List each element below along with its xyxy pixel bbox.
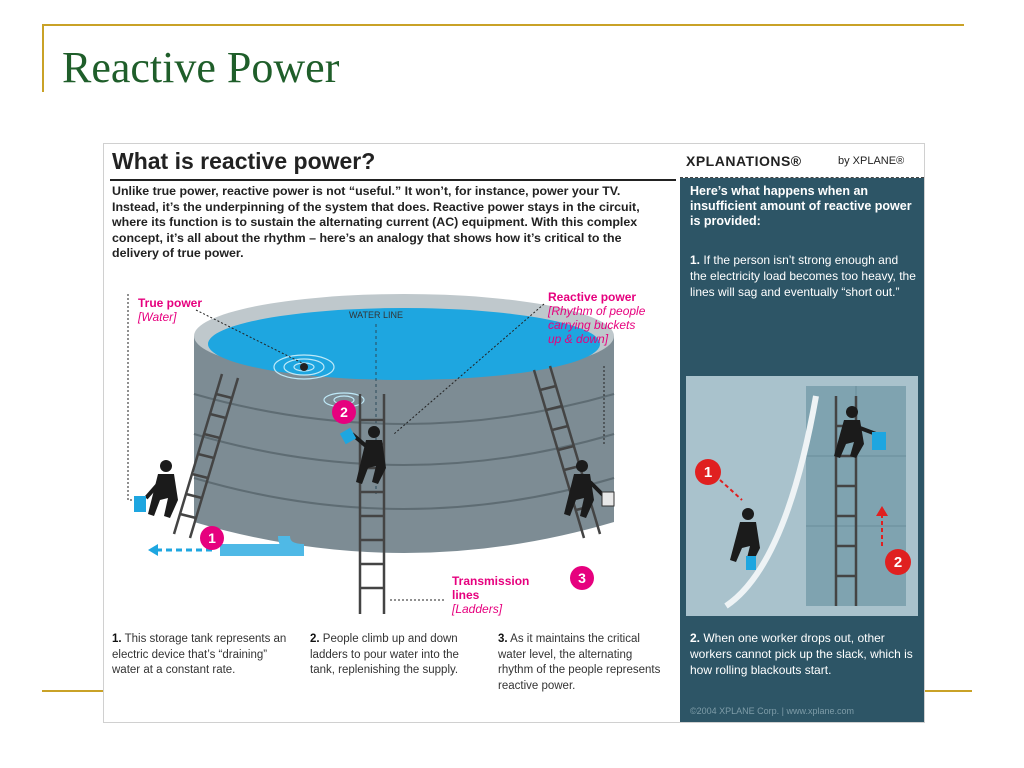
- title-accent-line: [42, 24, 964, 26]
- side-point-1: 1. If the person isn’t strong enough and…: [690, 252, 916, 300]
- footer-accent-left: [42, 690, 104, 692]
- reactive-power-pointer-line: [393, 303, 545, 435]
- reactive-power-label: Reactive power: [548, 290, 637, 304]
- side-marker-1: 1: [695, 459, 721, 485]
- caption-2: 2. People climb up and down ladders to p…: [310, 632, 482, 679]
- true-power-callout-line: [127, 294, 134, 501]
- side-marker-2: 2: [885, 549, 911, 575]
- transmission-label-1: Transmission: [452, 574, 530, 588]
- caption-3-num: 3.: [498, 633, 508, 645]
- svg-text:1: 1: [208, 530, 216, 546]
- copyright-notice: ©2004 XPLANE Corp. | www.xplane.com: [690, 706, 855, 716]
- slide-title: Reactive Power: [62, 43, 340, 92]
- side-point-2-num: 2.: [690, 631, 701, 645]
- brand-logo: XPLANATIONS®: [686, 153, 802, 169]
- side-worker-top-icon: [834, 406, 877, 458]
- sagging-line: [724, 395, 819, 609]
- svg-text:2: 2: [894, 554, 902, 571]
- svg-text:2: 2: [340, 404, 348, 420]
- caption-1-text: This storage tank represents an electric…: [112, 633, 287, 676]
- side-worker-low-icon: [730, 508, 760, 564]
- side-panel: XPLANATIONS® by XPLANE® Here’s what happ…: [680, 144, 924, 722]
- title-accent-bar: [42, 24, 44, 92]
- drain-arrowhead: [148, 544, 158, 556]
- transmission-sublabel: [Ladders]: [452, 602, 503, 616]
- drain-pipe: [220, 535, 305, 556]
- ladder-left: [172, 373, 240, 539]
- caption-1-num: 1.: [112, 633, 122, 645]
- side-bucket-top-icon: [872, 432, 886, 450]
- side-lead-text: Here’s what happens when an insufficient…: [690, 184, 912, 228]
- reactive-power-sublabel-3: up & down]: [548, 332, 609, 346]
- caption-2-text: People climb up and down ladders to pour…: [310, 633, 459, 676]
- marker-2: 2: [332, 400, 356, 424]
- marker-3: 3: [570, 566, 594, 590]
- bucket-right-icon: [601, 491, 615, 507]
- marker-1: 1: [200, 526, 224, 550]
- bucket-center-icon: [339, 427, 357, 445]
- side-bucket-low-icon: [746, 556, 756, 570]
- footer-accent-right: [924, 690, 972, 692]
- true-power-label: True power: [138, 296, 203, 310]
- svg-text:3: 3: [578, 570, 586, 586]
- transmission-label-2: lines: [452, 588, 480, 602]
- worker-center-icon: [350, 426, 386, 484]
- main-panel: What is reactive power? Unlike true powe…: [104, 144, 678, 722]
- side-point-2: 2. When one worker drops out, other work…: [690, 630, 916, 678]
- side-header: XPLANATIONS® by XPLANE®: [680, 144, 924, 178]
- reactive-power-sublabel-2: carrying buckets: [548, 318, 636, 332]
- heading-rule: [110, 179, 676, 181]
- brand-byline: by XPLANE®: [838, 155, 905, 167]
- caption-3: 3. As it maintains the critical water le…: [498, 632, 670, 694]
- ladder-center: [358, 394, 386, 614]
- water-tank-illustration: WATER LINE: [127, 294, 615, 614]
- reactive-power-infographic: What is reactive power? Unlike true powe…: [104, 144, 924, 722]
- side-arrowhead-2: [876, 506, 888, 516]
- bucket-left-icon: [134, 496, 146, 512]
- caption-1: 1. This storage tank represents an elect…: [112, 632, 288, 679]
- water-ripples: [273, 354, 365, 408]
- sagging-line-illustration: 1 2: [686, 376, 918, 616]
- side-arrow-1: [719, 479, 743, 501]
- side-point-1-num: 1.: [690, 253, 701, 267]
- svg-text:1: 1: [704, 464, 712, 481]
- water-drop-dot: [300, 363, 308, 371]
- reactive-power-sublabel-1: [Rhythm of people: [548, 304, 646, 318]
- caption-2-num: 2.: [310, 633, 320, 645]
- tank-wall: [194, 336, 614, 553]
- true-power-pointer-line: [195, 309, 305, 365]
- worker-left-icon: [144, 460, 178, 518]
- caption-3-text: As it maintains the critical water level…: [498, 633, 661, 692]
- intro-text: Unlike true power, reactive power is not…: [112, 184, 640, 260]
- water-line-label: WATER LINE: [349, 310, 403, 320]
- true-power-sublabel: [Water]: [138, 310, 177, 324]
- infographic-heading: What is reactive power?: [112, 148, 376, 174]
- water-surface: [208, 308, 600, 380]
- side-point-1-text: If the person isn’t strong enough and th…: [690, 253, 916, 299]
- side-point-2-text: When one worker drops out, other workers…: [690, 631, 913, 677]
